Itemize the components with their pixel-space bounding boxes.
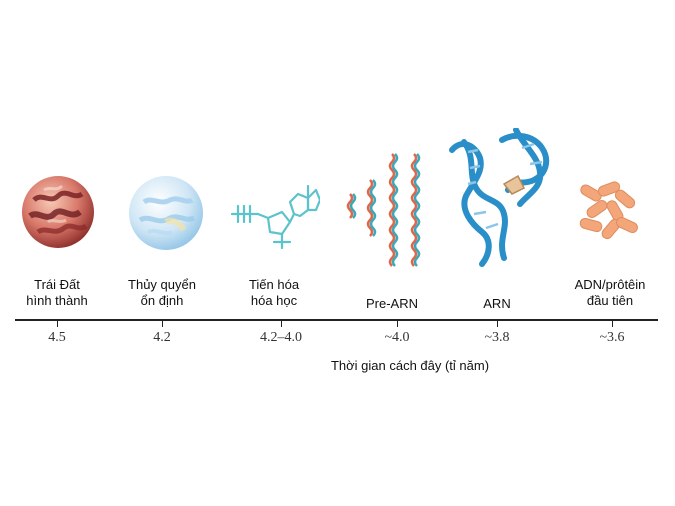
pre-rna-strands-icon — [346, 153, 421, 267]
axis-tick — [57, 320, 58, 327]
dna-protein-cells-icon — [579, 181, 638, 240]
molecule-structure-icon — [230, 184, 320, 250]
axis-title: Thời gian cách đây (tỉ năm) — [330, 358, 490, 373]
timeline-axis — [15, 319, 658, 321]
time-label-rna: ~3.8 — [484, 330, 510, 345]
axis-tick — [162, 320, 163, 327]
axis-tick — [612, 320, 613, 327]
planet-earth-icon — [22, 176, 94, 248]
stage-label-rna: ARN — [483, 296, 511, 311]
stage-label-pre-rna: Pre-ARN — [365, 296, 418, 311]
axis-tick — [281, 320, 282, 327]
time-label-hydrosphere: 4.2 — [153, 330, 171, 345]
rna-helix-icon — [449, 128, 550, 267]
time-label-earth: 4.5 — [48, 330, 66, 345]
time-label-dna-protein: ~3.6 — [599, 330, 625, 345]
time-label-pre-rna: ~4.0 — [384, 330, 410, 345]
axis-tick — [397, 320, 398, 327]
water-sphere-icon — [129, 176, 203, 250]
time-label-chemical-evolution: 4.2–4.0 — [260, 330, 302, 345]
axis-tick — [497, 320, 498, 327]
